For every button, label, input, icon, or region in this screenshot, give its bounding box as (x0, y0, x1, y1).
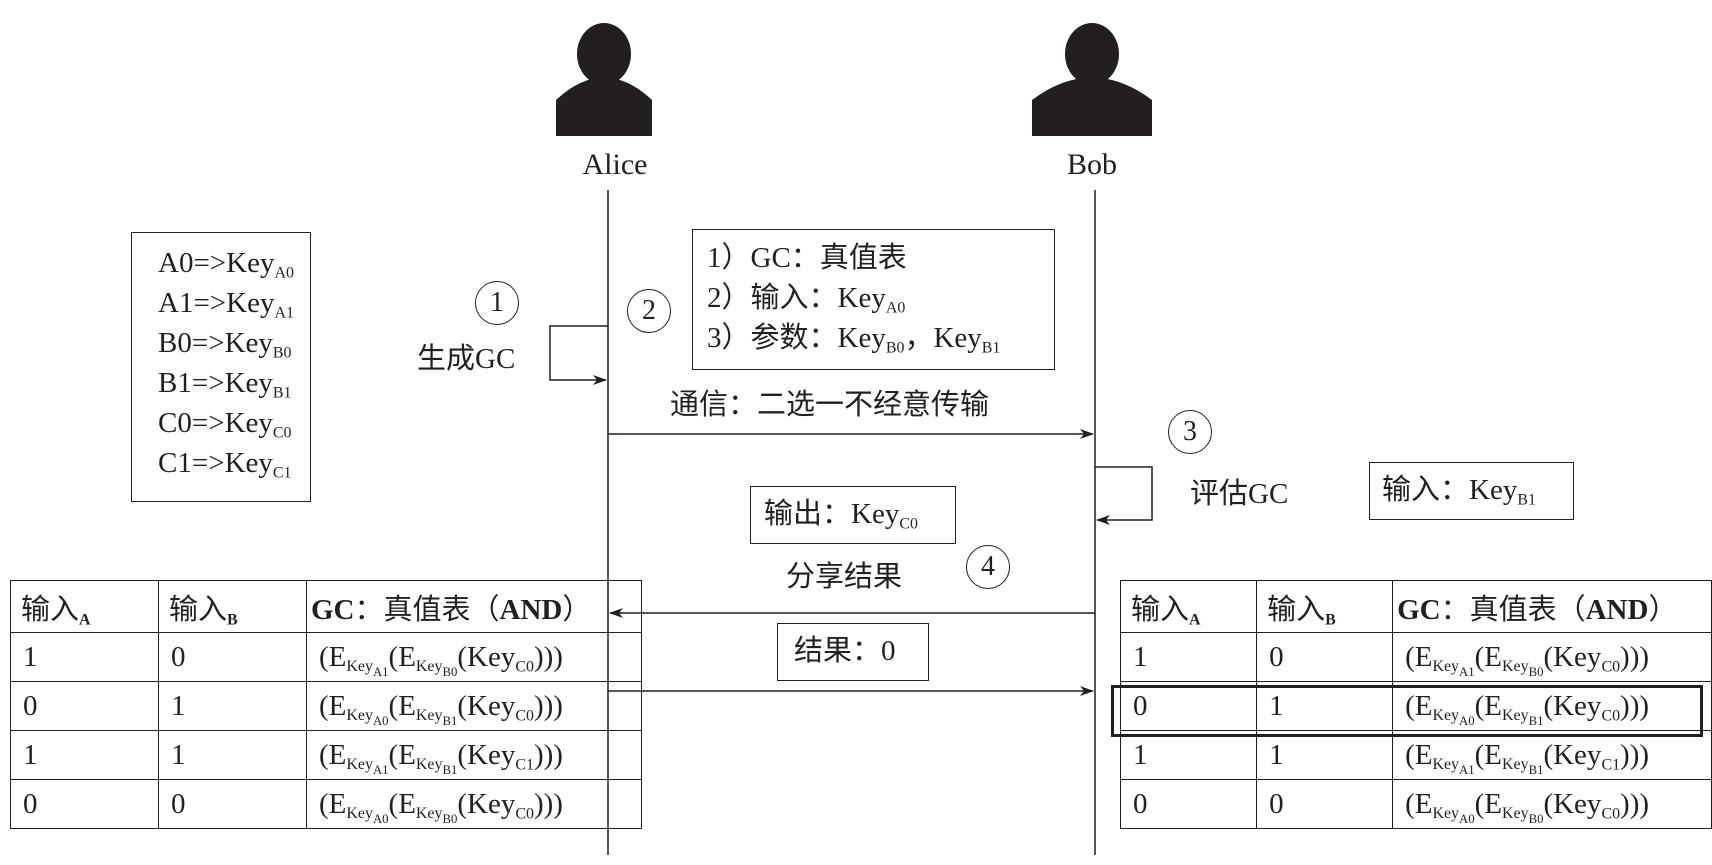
evaluate-gc-self-arrow (1095, 466, 1153, 525)
share-result-label: 分享结果 (786, 561, 903, 593)
table-header-row: 输入A 输入B GC：真值表（AND） (10, 580, 642, 633)
header-gc-truth-table: GC：真值表（AND） (1392, 580, 1712, 633)
input-item: 2）输入：KeyA0 (707, 282, 906, 317)
header-input-b: 输入B (1256, 580, 1394, 633)
generate-gc-self-arrow (549, 325, 608, 385)
result-text: 结果：0 (794, 635, 896, 667)
header-input-a: 输入A (10, 580, 159, 633)
params-item: 3）参数：KeyB0，KeyB1 (707, 322, 1001, 357)
key-mapping-row: A0=>KeyA0 (158, 247, 294, 282)
header-gc-truth-table: GC：真值表（AND） (306, 580, 642, 633)
alice-person-icon (556, 23, 652, 136)
communication-label: 通信：二选一不经意传输 (670, 389, 990, 421)
bob-input-box: 输入：KeyB1 (1369, 462, 1574, 520)
step-3-marker: 3 (1168, 410, 1212, 454)
key-mapping-row: B1=>KeyB1 (158, 367, 292, 402)
key-mapping-row: A1=>KeyA1 (158, 287, 294, 322)
step-1-marker: 1 (475, 281, 519, 325)
bob-person-icon (1032, 23, 1152, 136)
evaluate-gc-label: 评估GC (1190, 478, 1289, 510)
header-input-b: 输入B (158, 580, 307, 633)
output-box: 输出：KeyC0 (750, 486, 956, 544)
key-mapping-row: C0=>KeyC0 (158, 407, 292, 442)
gc-transfer-box: 1）GC：真值表 2）输入：KeyA0 3）参数：KeyB0，KeyB1 (692, 229, 1055, 370)
output-text: 输出：Key (764, 498, 900, 530)
gc-item: 1）GC：真值表 (707, 242, 907, 274)
result-box: 结果：0 (777, 623, 929, 681)
key-mapping-row: B0=>KeyB0 (158, 327, 292, 362)
header-input-a: 输入A (1119, 580, 1258, 633)
generate-gc-label: 生成GC (417, 343, 516, 375)
key-mapping-row: C1=>KeyC1 (158, 447, 292, 482)
alice-label: Alice (582, 148, 648, 181)
step-4-marker: 4 (966, 545, 1010, 589)
bob-label: Bob (1066, 148, 1117, 181)
bob-input-text: 输入：Key (1382, 474, 1518, 506)
selected-row-highlight (1111, 685, 1703, 737)
step-2-marker: 2 (627, 289, 671, 333)
key-mapping-box: A0=>KeyA0 A1=>KeyA1 B0=>KeyB0 B1=>KeyB1 … (131, 232, 311, 502)
table-header-row: 输入A 输入B GC：真值表（AND） (1119, 580, 1712, 633)
